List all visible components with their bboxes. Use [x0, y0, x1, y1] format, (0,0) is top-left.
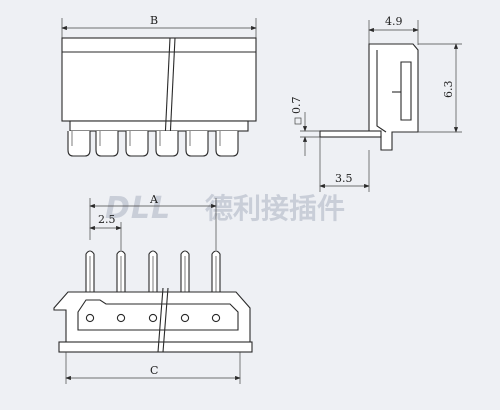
bottom-holes [85, 313, 221, 323]
bottom-base [58, 341, 253, 353]
contact-hole [180, 313, 190, 323]
front-pin [125, 131, 149, 157]
dim-b-label: B [150, 14, 158, 27]
front-pins [67, 131, 239, 157]
contact-hole [85, 313, 95, 323]
dim-c-label: C [150, 364, 158, 377]
bottom-pins [85, 250, 221, 300]
square-symbol-icon [294, 117, 302, 125]
side-inner-wall [376, 50, 387, 133]
side-pin [319, 130, 382, 138]
dim-length-label: 3.5 [335, 172, 353, 185]
front-pin [155, 131, 179, 157]
bottom-view: A 2.5 C [53, 193, 253, 384]
watermark-latin: DLL [105, 191, 171, 226]
bottom-break-line [157, 287, 164, 353]
dim-a-label: A [149, 193, 159, 206]
dim-height-label: 6.3 [442, 81, 455, 99]
front-pin [67, 131, 91, 157]
dim-pitch-label: 2.5 [98, 213, 116, 226]
dim-thickness-label: 0.7 [290, 97, 303, 115]
side-view: 4.9 6.3 0.7 3.5 [290, 15, 462, 192]
front-pin [95, 131, 119, 157]
watermark-cjk: 德利接插件 [205, 192, 345, 225]
front-pin [185, 131, 209, 157]
front-break-line-2 [169, 37, 176, 141]
front-pin [215, 131, 239, 157]
side-latch [400, 61, 412, 121]
front-step [69, 120, 249, 132]
front-housing [61, 37, 257, 122]
contact-hole [148, 313, 158, 323]
contact-hole [116, 313, 126, 323]
front-break-line [164, 37, 171, 141]
bottom-break-line-2 [162, 287, 169, 353]
contact-hole [211, 313, 221, 323]
front-view: B [61, 14, 257, 157]
bottom-inner-slot [77, 299, 239, 331]
dim-width-label: 4.9 [385, 15, 403, 28]
